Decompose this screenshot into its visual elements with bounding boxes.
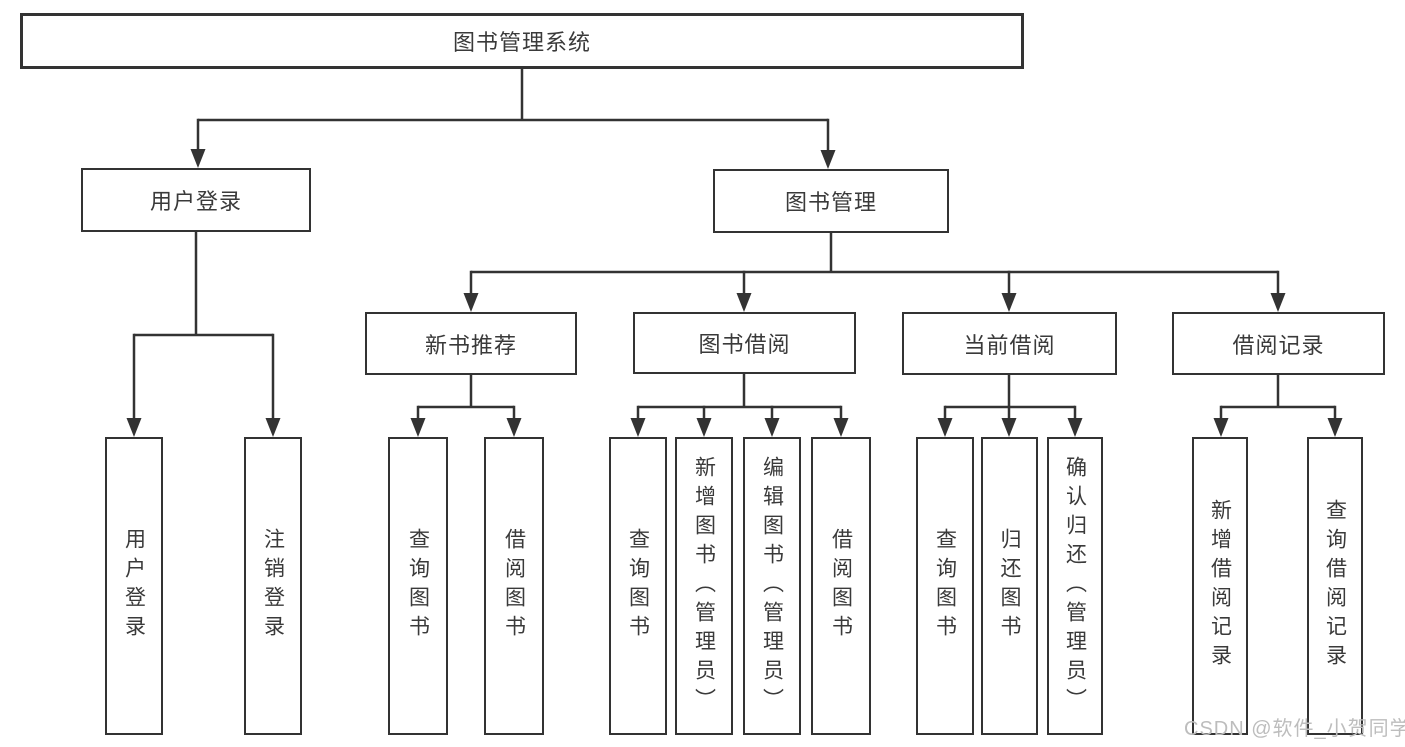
node-book-management-label: 图书管理 [784,190,877,215]
node-root: 图书管理系统 [20,13,1024,69]
leaf-query-books-borrow-label: 查询图书 [626,528,650,644]
leaf-add-borrow-record-label: 新增借阅记录 [1208,499,1232,673]
leaf-add-books-admin: 新增图书（管理员） [675,437,733,735]
leaf-query-borrow-record-label: 查询借阅记录 [1323,499,1347,673]
leaf-confirm-return-admin-label: 确认归还（管理员） [1063,455,1087,717]
leaf-borrow-books-label: 借阅图书 [829,528,853,644]
leaf-return-books: 归还图书 [981,437,1038,735]
node-new-book-recommend: 新书推荐 [365,312,577,375]
leaf-borrow-books-recommend: 借阅图书 [484,437,544,735]
leaf-confirm-return-admin: 确认归还（管理员） [1047,437,1103,735]
leaf-add-borrow-record: 新增借阅记录 [1192,437,1248,735]
leaf-logout-label: 注销登录 [261,528,285,644]
node-new-book-recommend-label: 新书推荐 [424,332,517,358]
leaf-query-books-recommend: 查询图书 [388,437,448,735]
leaf-logout: 注销登录 [244,437,302,735]
leaf-add-books-admin-label: 新增图书（管理员） [692,455,716,717]
node-current-borrow: 当前借阅 [902,312,1117,375]
leaf-user-login-label: 用户登录 [122,528,146,644]
leaf-edit-books-admin: 编辑图书（管理员） [743,437,801,735]
node-current-borrow-label: 当前借阅 [963,332,1056,358]
node-root-label: 图书管理系统 [452,30,591,55]
node-book-borrow-label: 图书借阅 [698,332,791,357]
csdn-watermark: CSDN @软件_小贺同学 [1184,718,1405,740]
leaf-query-books-recommend-label: 查询图书 [406,528,430,644]
leaf-borrow-books: 借阅图书 [811,437,871,735]
node-user-login-label: 用户登录 [149,189,242,214]
leaf-borrow-books-recommend-label: 借阅图书 [502,528,526,644]
node-book-management: 图书管理 [713,169,949,233]
leaf-return-books-label: 归还图书 [998,528,1021,644]
node-user-login: 用户登录 [81,168,311,232]
leaf-user-login: 用户登录 [105,437,163,735]
node-book-borrow: 图书借阅 [633,312,856,374]
leaf-edit-books-admin-label: 编辑图书（管理员） [760,455,784,717]
node-borrow-records: 借阅记录 [1172,312,1385,375]
leaf-query-books-borrow: 查询图书 [609,437,667,735]
node-borrow-records-label: 借阅记录 [1232,332,1325,358]
leaf-query-books-current: 查询图书 [916,437,974,735]
leaf-query-books-current-label: 查询图书 [933,528,957,644]
leaf-query-borrow-record: 查询借阅记录 [1307,437,1363,735]
